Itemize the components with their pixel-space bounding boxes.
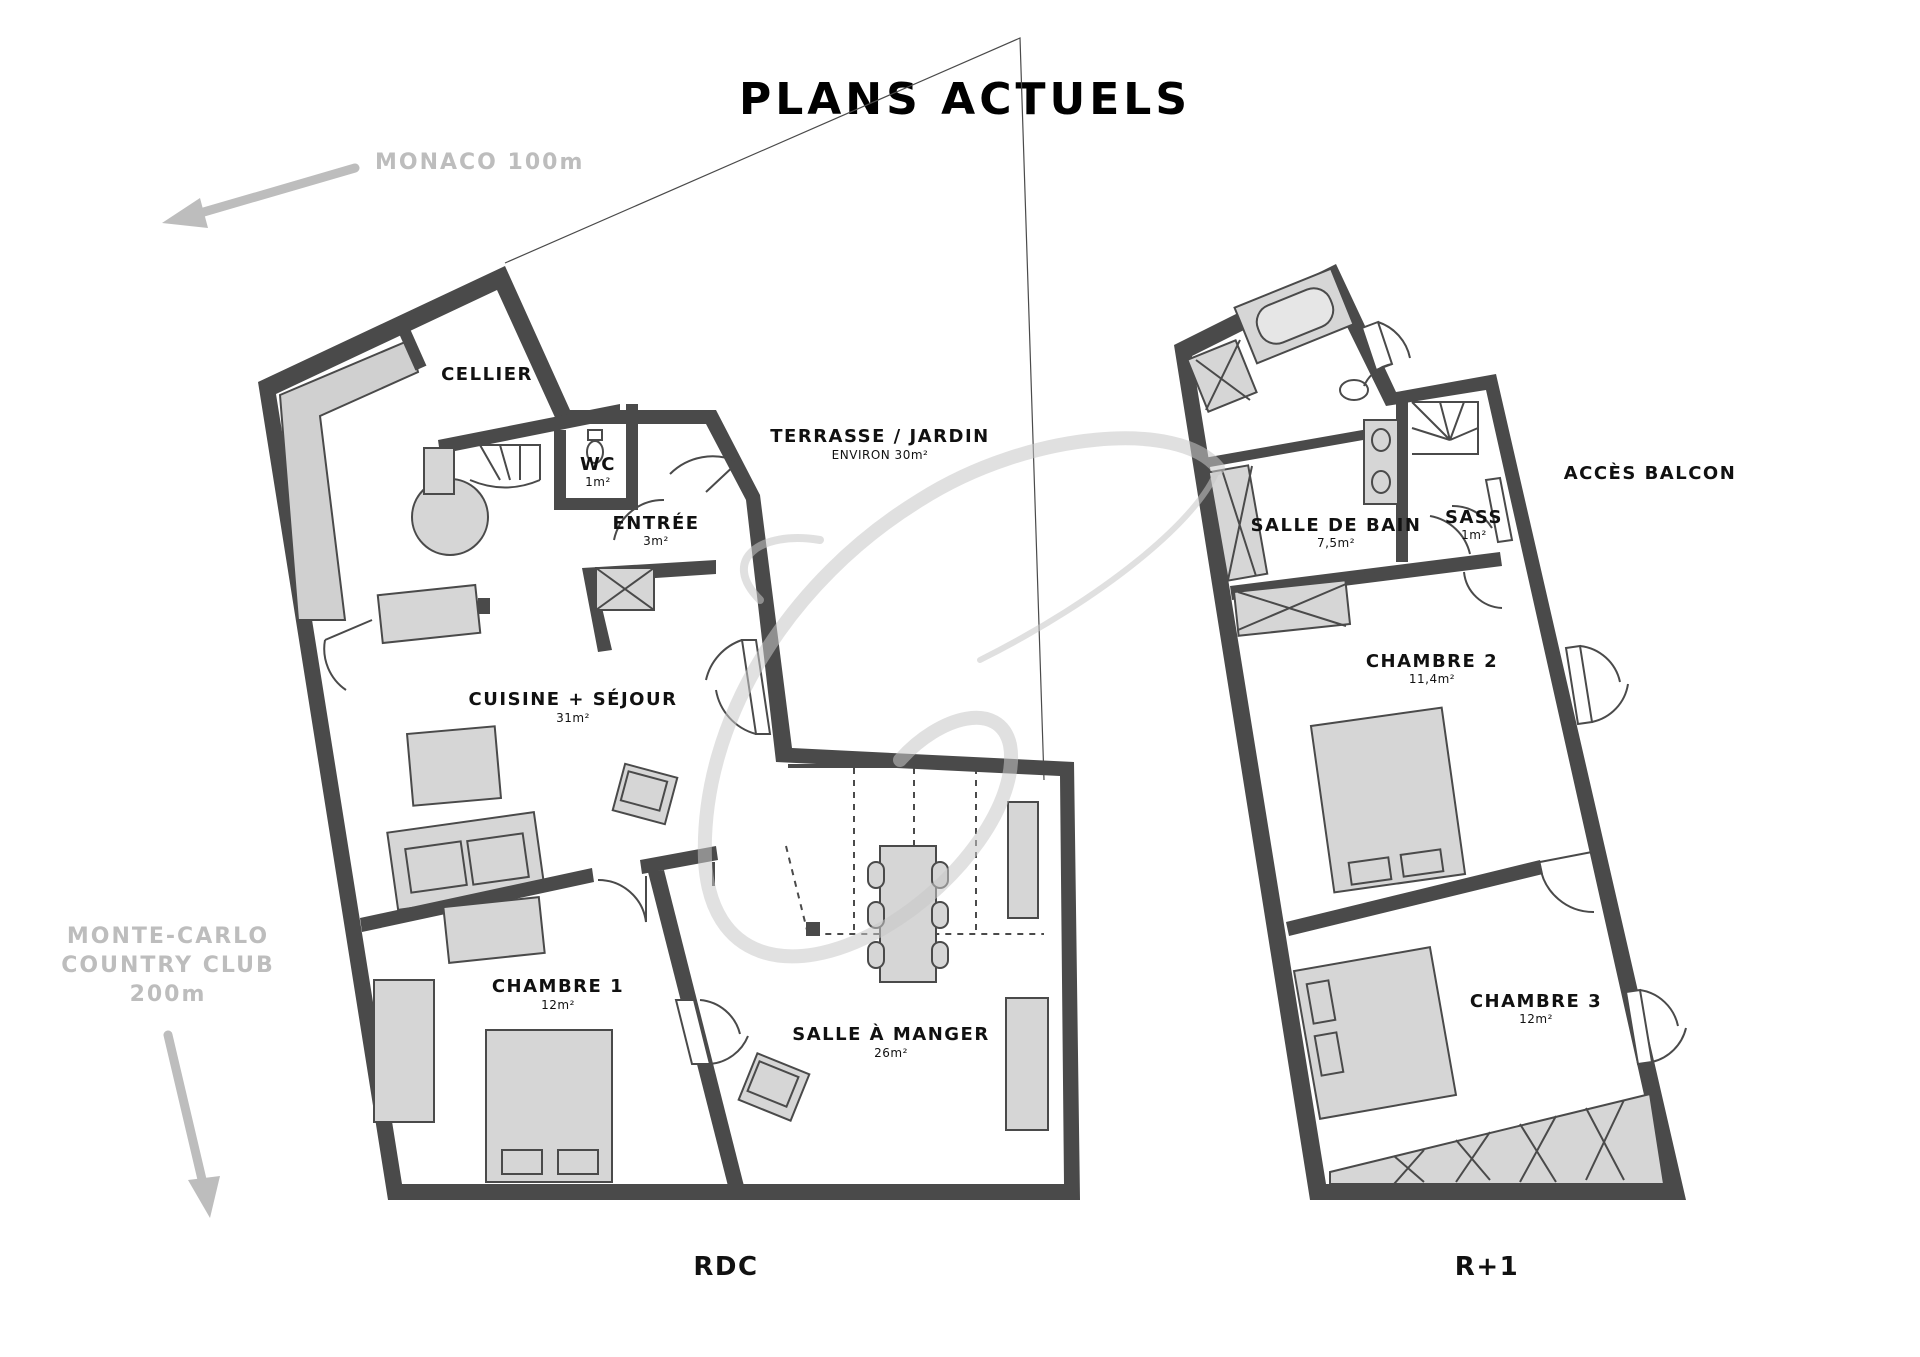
sink-icon: [1363, 419, 1399, 505]
dining-table-cuisine: [405, 725, 503, 807]
dining-table-icon: [867, 845, 949, 983]
terrasse-area: ENVIRON 30m²: [832, 448, 929, 462]
wc-toilet-icon: [586, 429, 604, 464]
bath-door-icon: [1349, 515, 1471, 575]
r1-closet-top-icon: [1186, 338, 1258, 414]
salle-manger-area: 26m²: [874, 1046, 908, 1060]
salle-sideboard-top: [1007, 801, 1039, 919]
bathtub-icon: [1233, 267, 1355, 365]
wc-wall-left: [554, 430, 566, 510]
chambre2-window-swing: [1579, 645, 1629, 723]
chambre2-label: CHAMBRE 2: [1366, 651, 1498, 672]
watermark-logo: [697, 431, 1225, 964]
entree-label: ENTRÉE: [612, 512, 699, 534]
sass-door-icon: [1463, 571, 1503, 609]
chambre3-bed-icon: [1292, 945, 1458, 1121]
chambre3-wardrobe-icon: [1329, 1092, 1666, 1185]
wc-area: 1m²: [585, 475, 611, 489]
chambre2-bed-icon: [1309, 706, 1467, 894]
wc-wall-right: [626, 404, 638, 510]
direction-monaco: MONACO 100m: [162, 150, 584, 228]
chambre1-area: 12m²: [541, 998, 575, 1012]
rdc-outer-wall: [258, 266, 1080, 1200]
wc-wall-bottom: [554, 498, 638, 510]
chambre1-desk: [373, 979, 435, 1123]
terrasse-label: TERRASSE / JARDIN: [770, 426, 989, 447]
r1-floor-label: R+1: [1455, 1252, 1519, 1282]
salle-bain-label: SALLE DE BAIN: [1251, 515, 1422, 536]
floor-r1: SALLE DE BAIN 7,5m² SASS 1m² CHAMBRE 2 1…: [1174, 264, 1737, 1282]
cuisine-label: CUISINE + SÉJOUR: [469, 688, 678, 710]
page-title: PLANS ACTUELS: [739, 74, 1191, 125]
cuisine-chambre-wall: [360, 868, 594, 932]
chambre-door-jamb: [712, 862, 715, 886]
entree-door-icon: [613, 498, 665, 541]
country-club-line2: COUNTRY CLUB: [61, 953, 274, 978]
sass-window-swing: [1451, 504, 1493, 529]
cuisine-area: 31m²: [556, 711, 590, 725]
chambre1-bed-icon: [485, 1029, 613, 1183]
cellier-label: CELLIER: [441, 364, 533, 385]
country-club-arrow-icon: [163, 1030, 209, 1193]
spiral-stair-icon: [411, 444, 541, 556]
kitchen-post: [478, 598, 490, 614]
chambre1-tv-unit: [442, 896, 546, 964]
chambre3-area: 12m²: [1519, 1012, 1553, 1026]
salle-top-wall: [788, 764, 1060, 768]
monaco-arrowhead-icon: [162, 198, 208, 228]
monaco-arrow-icon: [185, 163, 360, 221]
sass-label: SASS: [1445, 507, 1503, 528]
chambre1-window-swing: [699, 999, 749, 1065]
salle-bain-area: 7,5m²: [1317, 536, 1355, 550]
chambre23-door-icon: [1539, 851, 1595, 914]
shower-icon: [1207, 464, 1269, 582]
sofa-icon: [386, 810, 546, 912]
direction-country-club: MONTE-CARLO COUNTRY CLUB 200m: [61, 924, 274, 1218]
cuisine-window-icon: [740, 639, 772, 735]
country-club-line1: MONTE-CARLO: [67, 924, 269, 949]
salle-sideboard-bottom: [1005, 997, 1049, 1131]
chambre1-door-icon: [597, 876, 647, 923]
salle-post: [806, 922, 820, 936]
salle-manger-label: SALLE À MANGER: [792, 1023, 989, 1045]
rdc-inner-wall-top: [438, 404, 620, 454]
sass-window-icon: [1484, 476, 1514, 544]
bath-toilet-icon: [1339, 379, 1369, 401]
chambre23-wall: [1286, 860, 1543, 936]
chambre3-label: CHAMBRE 3: [1470, 991, 1602, 1012]
armchair-icon: [611, 762, 679, 826]
entry-door-icon: [669, 455, 740, 493]
watermark-logo-icon: [697, 431, 1225, 964]
closet-icon: [595, 567, 655, 611]
wc-label: WC: [580, 454, 616, 475]
entree-area: 3m²: [643, 534, 669, 548]
bath-top-wall: [1206, 422, 1406, 468]
salle-armchair-icon: [737, 1052, 811, 1122]
kitchen-counter: [376, 583, 482, 645]
chambre3-window-swing: [1639, 989, 1687, 1063]
floor-rdc: CELLIER WC 1m² ENTRÉE 3m² CUISINE + SÉJO…: [258, 266, 1080, 1282]
country-club-arrowhead-icon: [188, 1176, 220, 1218]
chambre2-closet-icon: [1232, 579, 1352, 637]
rdc-floor-label: RDC: [693, 1252, 758, 1282]
chambre2-area: 11,4m²: [1409, 672, 1455, 686]
sight-line: [504, 37, 1045, 781]
chambre1-label: CHAMBRE 1: [492, 976, 624, 997]
country-club-line3: 200m: [130, 982, 207, 1007]
cuisine-left-door-icon: [323, 619, 373, 691]
cellier-partition: [397, 325, 427, 371]
balcon-label: ACCÈS BALCON: [1564, 462, 1737, 484]
monaco-label: MONACO 100m: [375, 150, 584, 175]
sass-area: 1m²: [1461, 528, 1487, 542]
